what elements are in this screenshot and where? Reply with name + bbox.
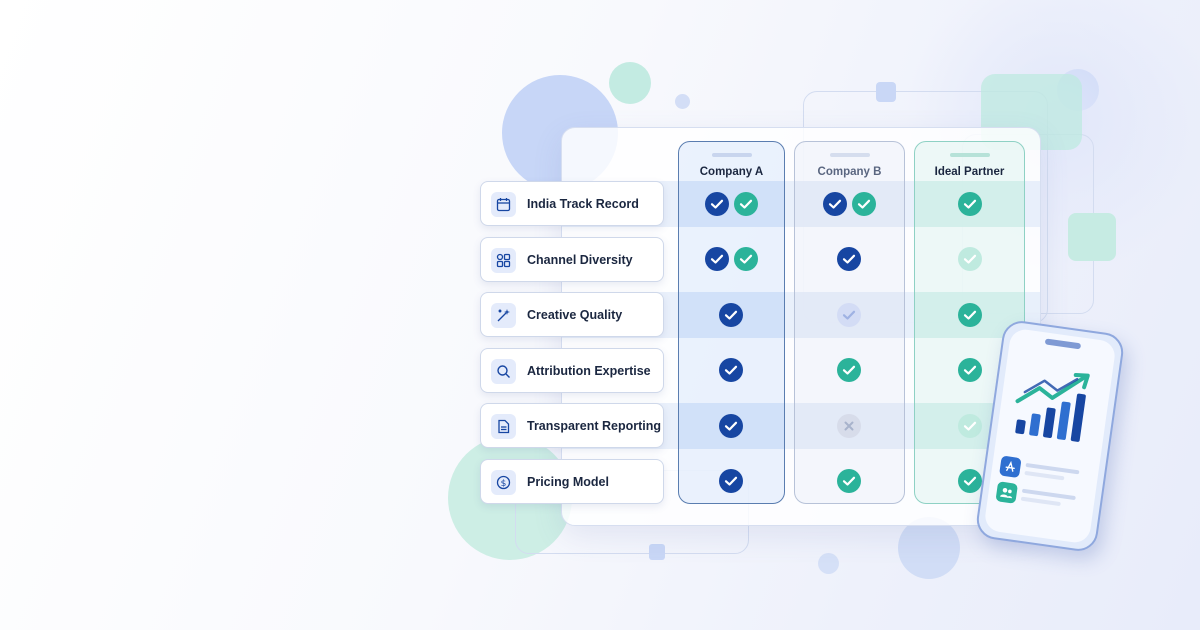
check-icon — [837, 247, 861, 271]
placeholder-line — [1024, 470, 1065, 481]
app-store-icon — [999, 455, 1022, 479]
cross-icon-faded — [837, 414, 861, 438]
decor-blob-teal — [609, 62, 651, 104]
grid-icon — [491, 248, 516, 273]
row-card-pricing-model: $ Pricing Model — [480, 459, 664, 504]
calendar-icon — [491, 192, 516, 217]
check-icon — [719, 469, 743, 493]
check-icon-faded — [837, 303, 861, 327]
search-icon — [491, 359, 516, 384]
users-icon — [995, 481, 1019, 504]
growth-chart-icon — [1015, 372, 1090, 442]
decor-square-bottom — [649, 544, 665, 560]
row-label: Creative Quality — [527, 308, 623, 322]
dollar-icon: $ — [491, 470, 516, 495]
check-icon — [705, 192, 729, 216]
column-header-bar — [829, 153, 870, 157]
phone-notch — [1044, 338, 1082, 350]
check-icon — [837, 469, 861, 493]
column-header-bar — [949, 153, 990, 157]
magic-wand-icon — [491, 303, 516, 328]
check-icon — [823, 192, 847, 216]
column-company-a: Company A — [678, 141, 785, 504]
decor-square-small — [876, 82, 896, 102]
check-icon — [734, 247, 758, 271]
row-label: Attribution Expertise — [527, 364, 651, 378]
row-card-india-track-record: India Track Record — [480, 181, 664, 226]
column-header-ideal-partner: Ideal Partner — [934, 166, 1005, 178]
row-card-channel-diversity: Channel Diversity — [480, 237, 664, 282]
phone-screen — [983, 327, 1117, 545]
decor-square-teal-right — [1068, 213, 1116, 261]
check-icon — [719, 303, 743, 327]
check-icon — [958, 358, 982, 382]
decor-dot-bottom — [818, 553, 839, 574]
cell-band — [795, 181, 904, 227]
check-icon — [958, 469, 982, 493]
row-label: Channel Diversity — [527, 253, 633, 267]
phone-illustration — [974, 318, 1126, 554]
decor-blob-bottom — [898, 517, 960, 579]
cell-band — [679, 181, 784, 227]
check-icon — [958, 303, 982, 327]
check-icon — [705, 247, 729, 271]
svg-text:$: $ — [501, 479, 507, 489]
row-card-transparent-reporting: Transparent Reporting — [480, 403, 664, 448]
row-label: Transparent Reporting — [527, 419, 662, 433]
column-header-company-a: Company A — [699, 166, 764, 178]
check-icon — [719, 414, 743, 438]
check-icon — [852, 192, 876, 216]
row-card-creative-quality: Creative Quality — [480, 292, 664, 337]
check-icon — [734, 192, 758, 216]
check-icon — [837, 358, 861, 382]
row-label: Pricing Model — [527, 475, 609, 489]
row-label: India Track Record — [527, 197, 639, 211]
check-icon-faded — [958, 414, 982, 438]
column-header-bar — [711, 153, 752, 157]
check-icon — [958, 192, 982, 216]
check-icon — [719, 358, 743, 382]
column-header-company-b: Company B — [817, 166, 882, 178]
decor-dot — [675, 94, 690, 109]
document-icon — [491, 414, 516, 439]
check-icon-faded — [958, 247, 982, 271]
placeholder-line — [1020, 496, 1061, 507]
row-card-attribution-expertise: Attribution Expertise — [480, 348, 664, 393]
